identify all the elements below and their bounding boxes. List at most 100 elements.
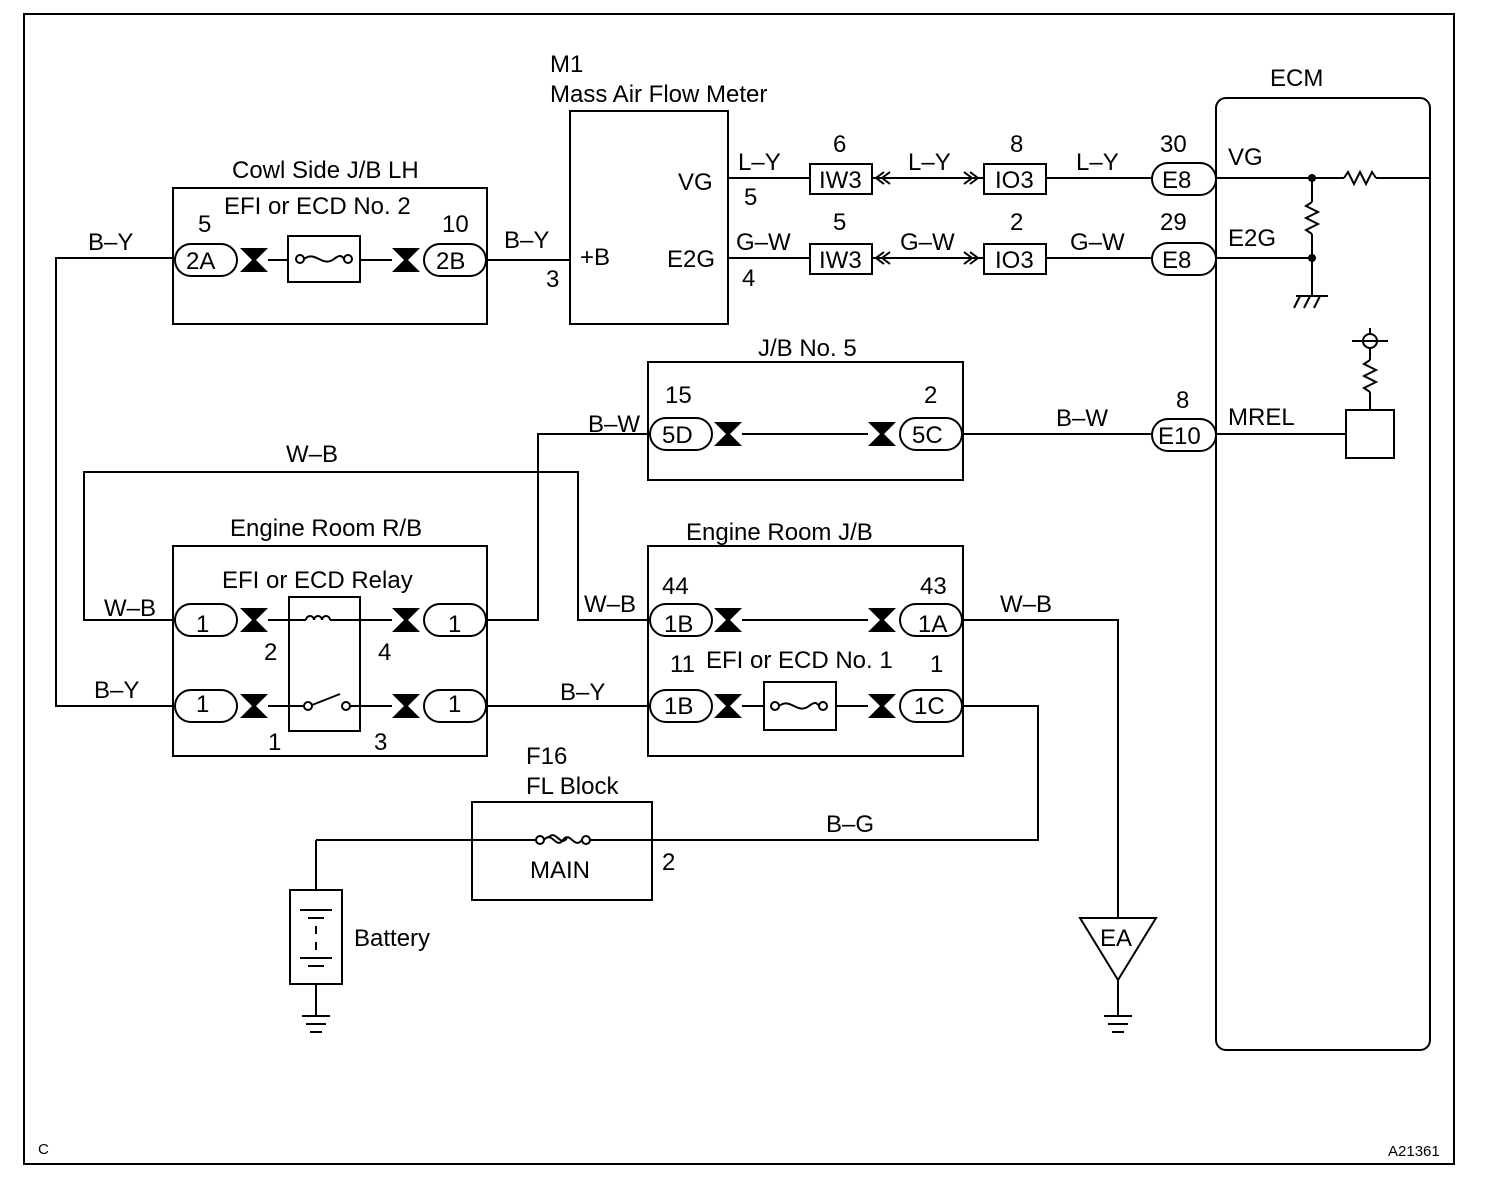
ecm-pulldown-resistor-icon xyxy=(1303,201,1321,235)
fl-block-box xyxy=(471,801,653,901)
battery-box xyxy=(289,889,343,985)
ecm-vg-resistor-icon xyxy=(1343,169,1377,187)
cowl-side-jb: Cowl Side J/B LH EFI or ECD No. 2 5 10 2… xyxy=(172,157,488,325)
connector-io3-e2g-label: IO3 xyxy=(995,247,1034,274)
c1a-pin: 43 xyxy=(920,573,947,600)
fl-block-name: FL Block xyxy=(526,773,619,800)
connector-5d-label: 5D xyxy=(662,422,693,449)
relay-connector-1-top xyxy=(174,603,238,637)
ecm-box xyxy=(1215,97,1431,1051)
connector-e8-vg-label: E8 xyxy=(1162,167,1191,194)
er-rb-box xyxy=(172,545,488,757)
cowl-jb-title: Cowl Side J/B LH xyxy=(232,157,419,184)
m1-pin-b: +B xyxy=(580,244,610,271)
connector-e10 xyxy=(1151,418,1217,452)
relay-connector-1-top-right-label: 1 xyxy=(448,611,461,638)
connector-1b-bottom-label: 1B xyxy=(664,693,693,720)
wire-wb-mid: W–B xyxy=(584,591,636,618)
wire-bw-relay-jb5: B–W xyxy=(588,411,640,438)
jb5-box xyxy=(647,361,964,481)
ecm-ground-icon xyxy=(1293,295,1328,309)
ecm-mrel-resistor-icon xyxy=(1361,359,1379,393)
fuse-icon xyxy=(303,255,345,263)
c5c-pin: 2 xyxy=(924,382,937,409)
wire-by-relay-erjb: B–Y xyxy=(560,679,605,706)
e2g-circuit: G–W IW3 5 G–W IO3 2 G–W E8 29 xyxy=(728,209,1217,276)
mass-air-flow-meter: M1 Mass Air Flow Meter VG +B E2G 5 4 3 xyxy=(546,51,767,325)
efi-relay-box xyxy=(288,596,361,732)
c1b-bottom-pin: 11 xyxy=(670,651,695,678)
c1c-pin: 1 xyxy=(930,651,943,678)
connector-iw3-vg-label: IW3 xyxy=(819,167,862,194)
m1-box xyxy=(569,110,729,325)
connector-1a-label: 1A xyxy=(918,611,947,638)
fl-main-label: MAIN xyxy=(530,857,590,884)
wire-e2g-3: G–W xyxy=(1070,229,1125,256)
corner-c-label: C xyxy=(38,1141,49,1158)
er-jb-box xyxy=(647,545,964,757)
wire-e2g-1: G–W xyxy=(736,229,791,256)
er-rb-title: Engine Room R/B xyxy=(230,515,422,542)
wire-vg-2: L–Y xyxy=(908,149,951,176)
diagram-frame xyxy=(23,13,1455,1165)
ecm-mrel-driver xyxy=(1345,409,1395,459)
c1b-top-pin: 44 xyxy=(662,573,689,600)
relay-connector-1-bottom-label: 1 xyxy=(196,691,209,718)
connector-2a xyxy=(174,243,238,277)
c2b-pin: 10 xyxy=(442,211,469,238)
e8-vg-pin: 30 xyxy=(1160,131,1187,158)
wire-bw-jb5-ecm: B–W xyxy=(1056,405,1108,432)
fl-pin-2: 2 xyxy=(662,849,675,876)
m1-pin-num-e2g: 4 xyxy=(742,265,755,292)
engine-room-rb: Engine Room R/B EFI or ECD Relay 1 1 2 4… xyxy=(172,515,488,757)
vg-circuit: L–Y IW3 6 L–Y IO3 8 L–Y E8 30 xyxy=(728,131,1217,196)
connector-e8-vg xyxy=(1151,162,1217,196)
relay-connector-1-top-right xyxy=(423,603,487,637)
relay-pin-2: 2 xyxy=(264,639,277,666)
ecm-pin-mrel: MREL xyxy=(1228,404,1295,431)
ecm-pin-e2g: E2G xyxy=(1228,225,1276,252)
c2a-pin: 5 xyxy=(198,211,211,238)
m1-pin-num-vg: 5 xyxy=(744,184,757,211)
connector-1c-label: 1C xyxy=(914,693,945,720)
fl-block: F16 FL Block MAIN 2 xyxy=(316,743,675,901)
relay-coil-icon xyxy=(305,615,331,621)
wire-bg: B–G xyxy=(826,811,874,838)
m1-pin-num-b: 3 xyxy=(546,266,559,293)
wire-by-cowl-m1: B–Y xyxy=(504,227,549,254)
io3-vg-pin: 8 xyxy=(1010,131,1023,158)
relay-pin-3: 3 xyxy=(374,729,387,756)
cowl-jb-box xyxy=(172,187,488,325)
relay-pin-4: 4 xyxy=(378,639,391,666)
engine-room-jb: Engine Room J/B 44 43 1B 1A 11 EFI or EC… xyxy=(647,519,964,757)
m1-pin-e2g: E2G xyxy=(667,246,715,273)
ground-point-ea: EA xyxy=(1078,917,1158,1033)
iw3-vg-pin: 6 xyxy=(833,131,846,158)
relay-connector-1-bottom xyxy=(174,689,238,723)
connector-5c-label: 5C xyxy=(912,422,943,449)
ecm-unit: ECM VG E2G MREL xyxy=(1215,65,1431,1051)
connector-e8-e2g xyxy=(1151,242,1217,276)
jb-no5: J/B No. 5 15 2 5D 5C xyxy=(647,335,964,481)
e8-e2g-pin: 29 xyxy=(1160,209,1187,236)
connector-1b-top xyxy=(649,603,713,637)
ground-icon xyxy=(302,1015,330,1033)
battery: Battery xyxy=(289,840,430,1033)
jb5-title: J/B No. 5 xyxy=(758,335,857,362)
e10-mrel-pin: 8 xyxy=(1176,387,1189,414)
connector-iw3-e2g-label: IW3 xyxy=(819,247,862,274)
connector-1b-bottom xyxy=(649,689,713,723)
ground-icon xyxy=(1104,1015,1132,1033)
relay-switch-icon xyxy=(311,693,341,706)
c5d-pin: 15 xyxy=(665,382,692,409)
wire-e2g-2: G–W xyxy=(900,229,955,256)
io3-e2g-pin: 2 xyxy=(1010,209,1023,236)
relay-pin-1: 1 xyxy=(268,729,281,756)
fuse-icon xyxy=(778,702,820,710)
connector-e8-e2g-label: E8 xyxy=(1162,247,1191,274)
iw3-e2g-pin: 5 xyxy=(833,209,846,236)
m1-code: M1 xyxy=(550,51,583,78)
ground-point-ea-label: EA xyxy=(1100,925,1132,952)
m1-pin-vg: VG xyxy=(678,169,713,196)
